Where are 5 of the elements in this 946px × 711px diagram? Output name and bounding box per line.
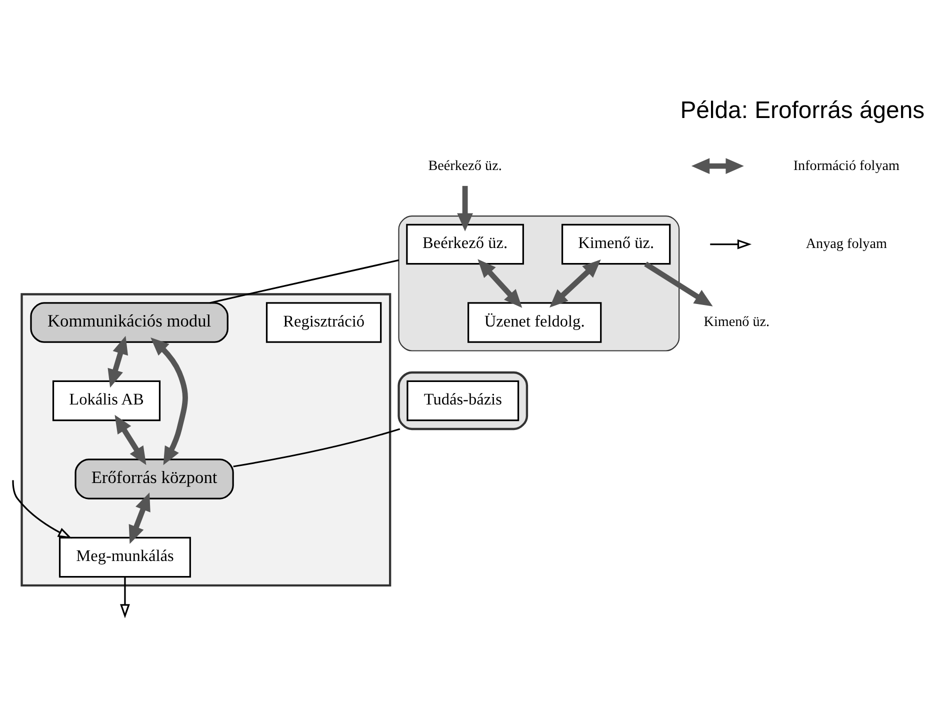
diagram-title: Példa: Eroforrás ágens bbox=[680, 96, 925, 124]
node-text: Kimenő üz. bbox=[704, 314, 770, 330]
legend-label: Anyag folyam bbox=[806, 236, 887, 252]
legend-label: Információ folyam bbox=[793, 158, 900, 174]
node-text: Beérkező üz. bbox=[428, 158, 502, 174]
